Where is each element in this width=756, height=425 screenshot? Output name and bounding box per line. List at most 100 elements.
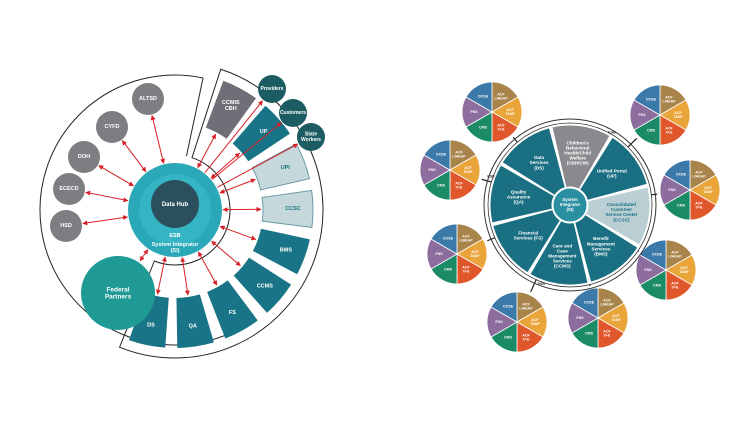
system-integrator-label: System Integrator(SI) bbox=[152, 242, 200, 254]
pie-slice bbox=[465, 81, 493, 113]
module-segment bbox=[176, 294, 214, 348]
pie-slice-label: OCSE bbox=[652, 252, 663, 256]
esb-label: ESB bbox=[169, 233, 180, 239]
pie-slice bbox=[430, 223, 458, 255]
pie-slice-label: CMS bbox=[437, 184, 446, 188]
pie-slice bbox=[663, 159, 691, 191]
agency-node bbox=[68, 141, 100, 173]
wheel-segment bbox=[501, 127, 566, 197]
module-label: DS bbox=[147, 323, 155, 329]
connector-arrow bbox=[180, 256, 190, 296]
federal-partners-node bbox=[81, 256, 155, 330]
esb-ring-label: ESB bbox=[538, 282, 546, 286]
pie-slice-label: FNS bbox=[668, 188, 676, 192]
module-segment bbox=[128, 292, 169, 348]
module-segment bbox=[232, 105, 290, 162]
pie-slice-label: FNS bbox=[644, 268, 652, 272]
pie-slice-label: CMS bbox=[647, 129, 656, 133]
pie-slice-label: OCSE bbox=[443, 236, 454, 240]
wheel-segment-label: Unified Portal(UP) bbox=[597, 169, 627, 179]
agency-label: HSD bbox=[60, 223, 72, 229]
external-node bbox=[279, 99, 307, 127]
connector-arrow bbox=[197, 133, 217, 169]
pie-slice bbox=[571, 287, 599, 319]
connector-arrow bbox=[210, 152, 240, 179]
agency-node bbox=[96, 111, 128, 143]
pie-slice-label: FNS bbox=[428, 168, 436, 172]
connector-arrow bbox=[211, 122, 282, 180]
module-label: BMS bbox=[280, 248, 293, 254]
connector-arrow bbox=[82, 215, 129, 226]
agency-label: CYFD bbox=[105, 124, 120, 130]
external-node bbox=[258, 75, 286, 103]
connector-arrow bbox=[155, 256, 167, 295]
pie-slice-label: CMS bbox=[653, 284, 662, 288]
module-label: CCSC bbox=[285, 207, 301, 213]
agency-node bbox=[132, 83, 164, 115]
connector-arrow bbox=[211, 240, 241, 267]
pie-slice-label: CMS bbox=[479, 126, 488, 130]
pie-slice-label: FNS bbox=[495, 320, 503, 324]
connector-arrow bbox=[139, 249, 149, 262]
esb-ring-label: ESB bbox=[608, 130, 616, 134]
connector-arrow bbox=[85, 190, 129, 203]
agency-label: ALTSD bbox=[139, 96, 157, 102]
external-node bbox=[297, 123, 325, 151]
system-integrator-core bbox=[552, 187, 588, 223]
pie-slice-label: OCSE bbox=[503, 304, 514, 308]
wheel-segment bbox=[529, 219, 589, 286]
connector-arrow bbox=[98, 165, 134, 187]
module-segment bbox=[251, 143, 310, 191]
connector-arrow bbox=[217, 143, 299, 188]
pie-slice-label: CMS bbox=[504, 336, 513, 340]
module-segment bbox=[261, 189, 314, 229]
connector-line bbox=[512, 136, 518, 143]
pie-slice-label: OCSE bbox=[584, 300, 595, 304]
connector-arrow bbox=[150, 115, 166, 164]
wheel-segment bbox=[574, 213, 639, 283]
pie-slice-label: FNS bbox=[638, 113, 646, 117]
esb-ring-label: ESB bbox=[487, 174, 495, 178]
data-hub-core bbox=[151, 180, 199, 228]
pie-slice-label: FNS bbox=[435, 252, 443, 256]
wheel-segment bbox=[551, 124, 611, 191]
wheel-segment bbox=[578, 136, 648, 201]
pie-slice bbox=[490, 291, 518, 323]
pie-slice-label: CMS bbox=[585, 332, 594, 336]
module-segment bbox=[205, 80, 257, 139]
pie-slice-label: OCSE bbox=[646, 97, 657, 101]
pie-slice-label: OCSE bbox=[676, 172, 687, 176]
pie-slice bbox=[633, 84, 661, 116]
